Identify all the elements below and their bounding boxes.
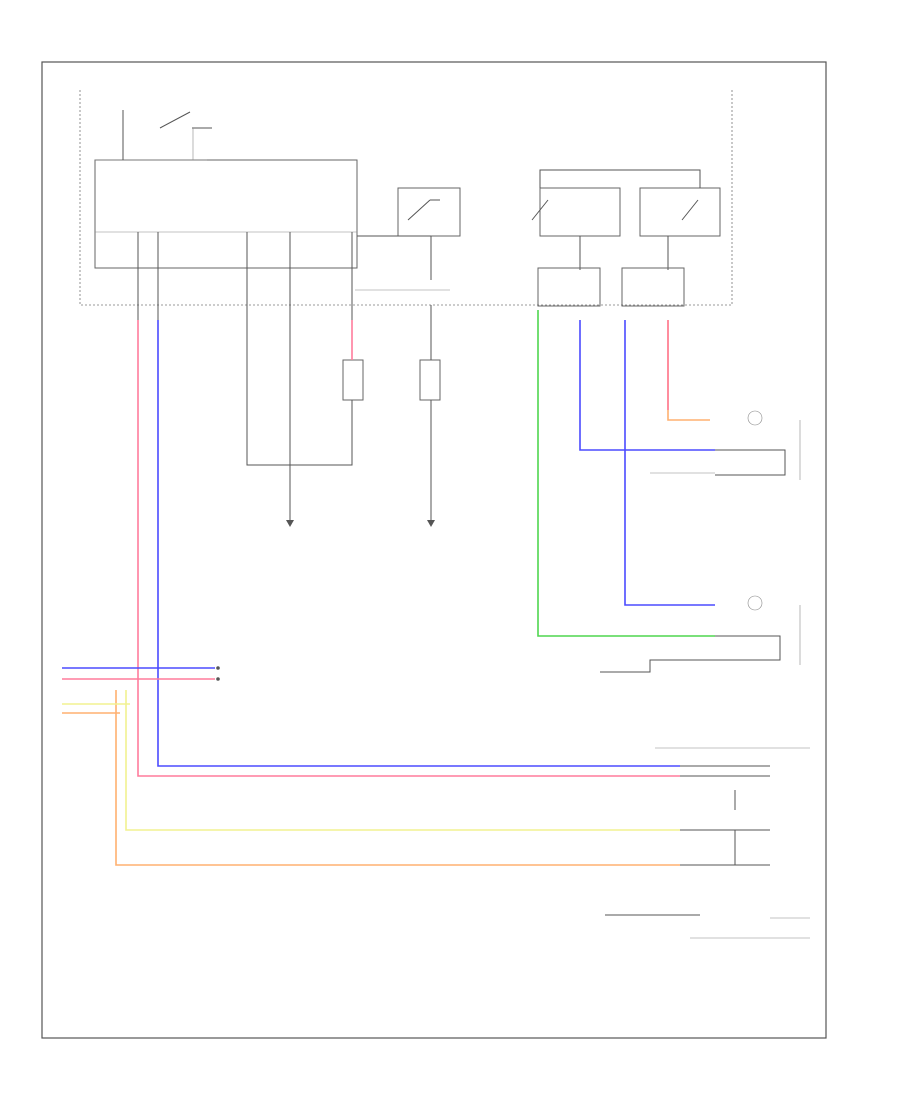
wire-blue-main [157,320,680,767]
relay-3-switch [681,199,699,221]
wire-pink-main [137,320,680,777]
fuse-box-b [621,267,685,307]
component-2 [419,359,441,401]
wire-blue-right-2 [624,320,715,606]
fuse-box-a [537,267,601,307]
wire-orange-right [667,320,710,421]
wire-yellow-main [125,690,680,831]
ground-symbol-2 [427,520,435,527]
diagram-frame [41,61,827,1039]
relay-top-bus [539,169,701,188]
conn-dot-2 [216,677,220,681]
relay-2-switch [531,199,549,221]
conn-dot-1 [216,666,220,670]
wire-blue-right-1 [579,320,715,451]
relay-3-box [639,187,721,237]
sensor-1-icon [747,410,763,426]
wire-orange-main [115,690,680,866]
wire-green-right [537,310,715,637]
control-module-outline [79,90,733,306]
switch-bottom [734,790,770,866]
relay-1-switch [407,199,440,221]
ground-loop-1 [246,320,353,466]
relay-1-box [397,187,461,237]
relay-2-box [539,187,621,237]
sensor-2-loop [600,635,781,673]
ground-symbol-1 [286,520,294,527]
component-1 [342,359,364,401]
sensor-2-icon [747,595,763,611]
ignition-switch [159,111,212,129]
sensor-1-loop [715,449,786,476]
ecu-box [94,159,358,269]
